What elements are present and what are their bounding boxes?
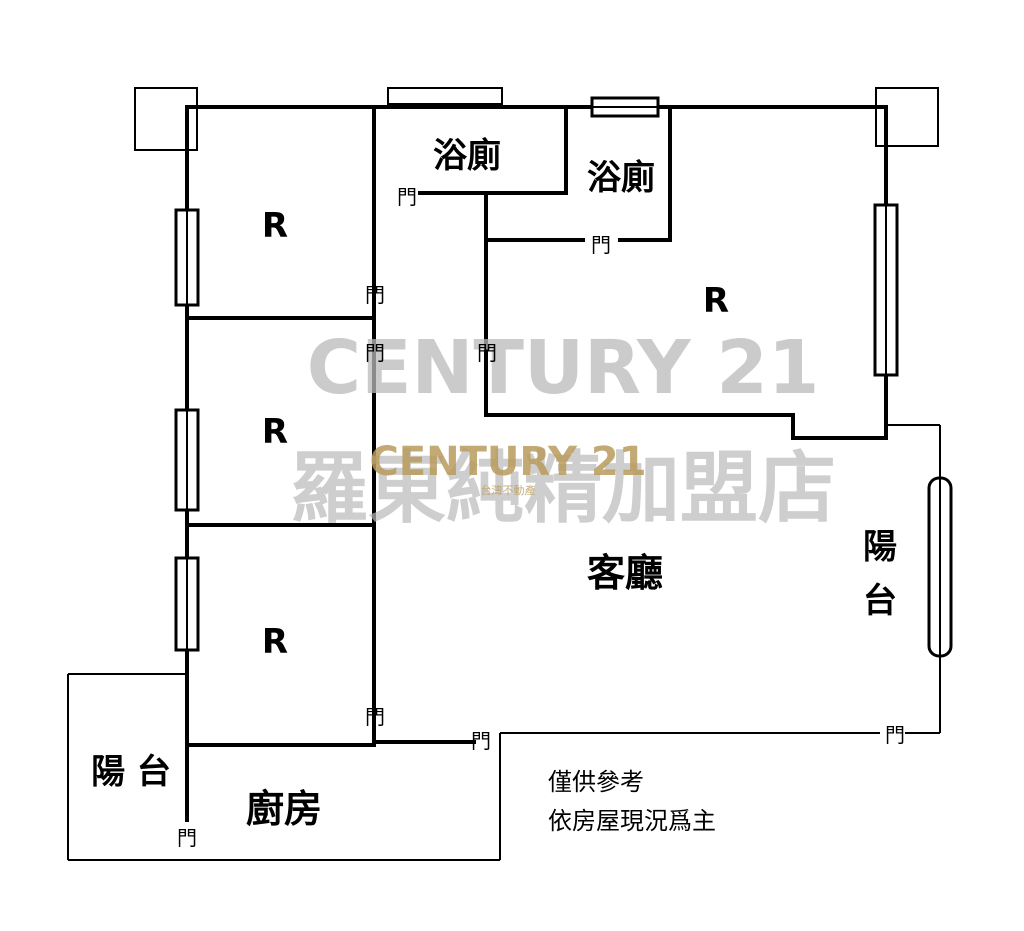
windows bbox=[174, 96, 953, 658]
label-bathroom-2: 浴廁 bbox=[587, 158, 655, 198]
label-room-3: R bbox=[262, 622, 288, 662]
label-room-1: R bbox=[262, 206, 288, 246]
label-living-room: 客廳 bbox=[587, 551, 663, 595]
room-labels: 浴廁 浴廁 R R R R 客廳 廚房 陽 台 陽 台 bbox=[91, 136, 897, 831]
note-line-2: 依房屋現況爲主 bbox=[548, 807, 716, 835]
label-balcony-right-1: 陽 bbox=[863, 527, 897, 567]
door-master-room: 門 bbox=[477, 341, 497, 365]
label-balcony-right-2: 台 bbox=[863, 581, 897, 621]
watermark: CENTURY 21 羅東純精加盟店 CENTURY 21 台灣不動產 bbox=[290, 325, 836, 534]
label-room-2: R bbox=[262, 412, 288, 452]
note-line-1: 僅供參考 bbox=[548, 768, 644, 796]
corner-boxes bbox=[134, 87, 939, 151]
door-room-1: 門 bbox=[365, 283, 385, 307]
door-room-2: 門 bbox=[365, 341, 385, 365]
label-kitchen: 廚房 bbox=[246, 787, 322, 831]
watermark-tagline: 台灣不動產 bbox=[481, 483, 536, 497]
door-balcony-right: 門 bbox=[885, 723, 905, 747]
door-balcony-left: 門 bbox=[177, 826, 197, 850]
disclaimer-note: 僅供參考 依房屋現況爲主 bbox=[548, 768, 716, 835]
watermark-brand-large: CENTURY 21 bbox=[307, 325, 820, 411]
label-bathroom-1: 浴廁 bbox=[433, 136, 501, 176]
door-room-3: 門 bbox=[365, 705, 385, 729]
door-main-entrance: 門 bbox=[471, 729, 491, 753]
door-labels: 門 門 門 門 門 門 門 門 門 bbox=[177, 185, 905, 850]
label-master-room: R bbox=[703, 281, 729, 321]
label-balcony-left: 陽 台 bbox=[91, 752, 171, 792]
door-bathroom-1: 門 bbox=[397, 185, 417, 209]
watermark-brand-small: CENTURY 21 bbox=[369, 439, 646, 485]
door-bathroom-2: 門 bbox=[591, 233, 611, 257]
watermark-store-name: 羅東純精加盟店 bbox=[290, 444, 836, 534]
